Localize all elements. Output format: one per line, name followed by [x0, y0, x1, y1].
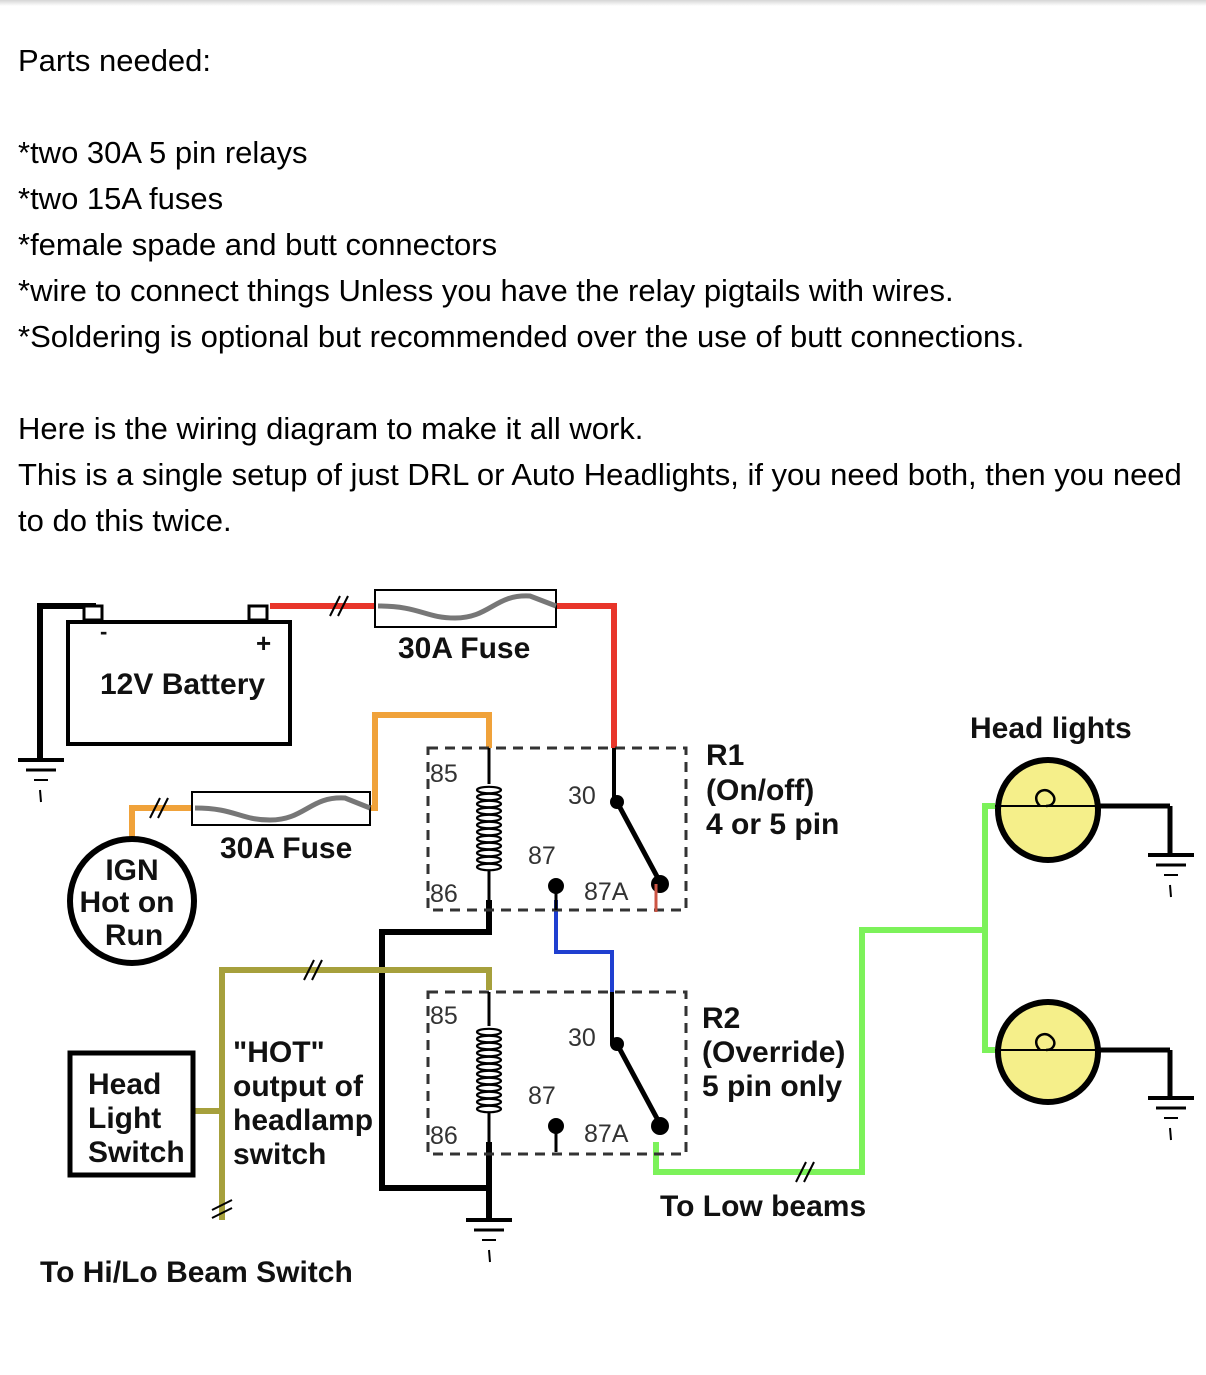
switch-line: Switch	[88, 1136, 185, 1169]
part-item: *two 30A 5 pin relays	[18, 135, 308, 170]
r2-line: (Override)	[702, 1036, 845, 1069]
battery: - + 12V Battery	[66, 604, 292, 746]
ground-icon	[18, 758, 64, 803]
intro-paragraph-1: Here is the wiring diagram to make it al…	[18, 411, 644, 446]
r1-name: R1	[706, 739, 744, 772]
fuse-ign-label: 30A Fuse	[220, 832, 352, 865]
switch-line: Light	[88, 1102, 161, 1135]
ground-icon	[1148, 853, 1194, 898]
wire-orange	[370, 712, 492, 811]
fuse-ign	[191, 791, 371, 826]
r1-line: (On/off)	[706, 774, 814, 807]
battery-negative: -	[100, 619, 107, 644]
hot-line: output of	[233, 1070, 364, 1103]
ign-line: Run	[105, 919, 163, 952]
pin-30: 30	[568, 1024, 596, 1052]
ign-line: Hot on	[80, 886, 175, 919]
pin-85: 85	[430, 1002, 458, 1030]
headlight-switch: Head Light Switch	[67, 1050, 196, 1178]
wire-break-marks	[149, 595, 815, 1219]
wire-green	[653, 927, 985, 1175]
part-item: *two 15A fuses	[18, 181, 224, 216]
relay-r2: 85 86 30 87 87A	[426, 990, 688, 1156]
pin-87a: 87A	[584, 1120, 629, 1148]
battery-positive: +	[256, 628, 271, 658]
wire-orange	[129, 805, 192, 838]
battery-label: 12V Battery	[100, 668, 265, 701]
wire-red	[556, 603, 617, 748]
r2-line: 5 pin only	[702, 1070, 842, 1103]
fuse-top	[374, 589, 557, 628]
pin-30: 30	[568, 782, 596, 810]
ground-icon	[466, 1218, 512, 1263]
intro-paragraph-2: This is a single setup of just DRL or Au…	[18, 457, 1182, 538]
ign-source: IGN Hot on Run	[67, 836, 197, 966]
wiring-diagram: - + 12V Battery 30A Fuse 30A Fuse IGN Ho…	[18, 589, 1194, 1289]
low-beams-label: To Low beams	[660, 1190, 866, 1223]
coil-icon	[475, 785, 503, 872]
wire-blue	[554, 900, 614, 992]
coil-icon	[475, 1027, 503, 1114]
hilo-label: To Hi/Lo Beam Switch	[40, 1256, 353, 1289]
r2-name: R2	[702, 1002, 740, 1035]
wire-ground	[379, 900, 492, 1191]
hot-line: "HOT"	[233, 1036, 325, 1069]
pin-87a: 87A	[584, 878, 629, 906]
pin-86: 86	[430, 1122, 458, 1150]
pin-85: 85	[430, 760, 458, 788]
parts-heading: Parts needed:	[18, 43, 212, 78]
fuse-top-label: 30A Fuse	[398, 632, 530, 665]
headlight-bulb-upper	[995, 757, 1173, 863]
part-item: *female spade and butt connectors	[18, 227, 498, 262]
relay-r1: 85 86 30 87 87A	[426, 746, 688, 912]
part-item: *wire to connect things Unless you have …	[18, 273, 954, 308]
wire-olive	[219, 967, 492, 1220]
ground-icon	[1148, 1096, 1194, 1141]
intro-text: Parts needed: *two 30A 5 pin relays *two…	[18, 38, 1193, 544]
switch-line: Head	[88, 1068, 161, 1101]
part-item: *Soldering is optional but recommended o…	[18, 319, 1025, 354]
top-divider	[0, 0, 1206, 6]
ign-line: IGN	[105, 854, 158, 887]
r1-line: 4 or 5 pin	[706, 808, 839, 841]
pin-87: 87	[528, 842, 556, 870]
pin-87: 87	[528, 1082, 556, 1110]
hot-line: switch	[233, 1138, 326, 1171]
hot-line: headlamp	[233, 1104, 373, 1137]
wire-green	[982, 803, 995, 1053]
headlights-label: Head lights	[970, 712, 1132, 745]
pin-86: 86	[430, 880, 458, 908]
headlight-bulb-lower	[995, 999, 1173, 1105]
